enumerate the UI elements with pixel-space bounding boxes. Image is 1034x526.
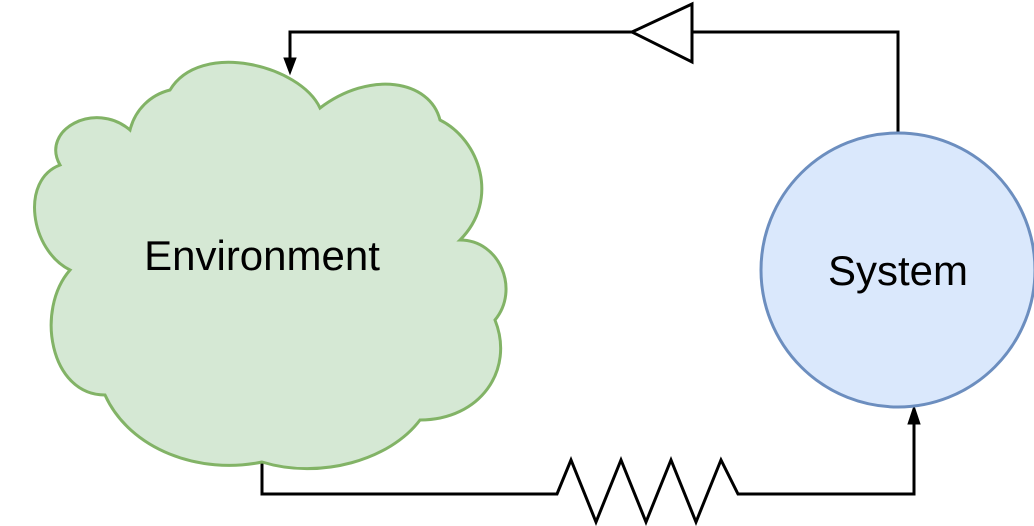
- connector-line-bottom: [260, 424, 916, 526]
- arrowhead-icon: [907, 404, 921, 425]
- node-environment[interactable]: Environment: [33, 60, 508, 471]
- connector-line-top: [288, 30, 900, 133]
- node-label-environment: Environment: [144, 232, 380, 279]
- edge-system-to-environment: [283, 1, 900, 133]
- circle-shape-icon: [759, 131, 1034, 409]
- cloud-shape-icon: [33, 60, 508, 471]
- edge-environment-to-system: [260, 404, 921, 526]
- arrowhead-icon: [283, 57, 297, 76]
- triangle-marker-icon: [628, 1, 694, 65]
- node-label-system: System: [828, 247, 968, 294]
- node-system[interactable]: System: [759, 131, 1034, 409]
